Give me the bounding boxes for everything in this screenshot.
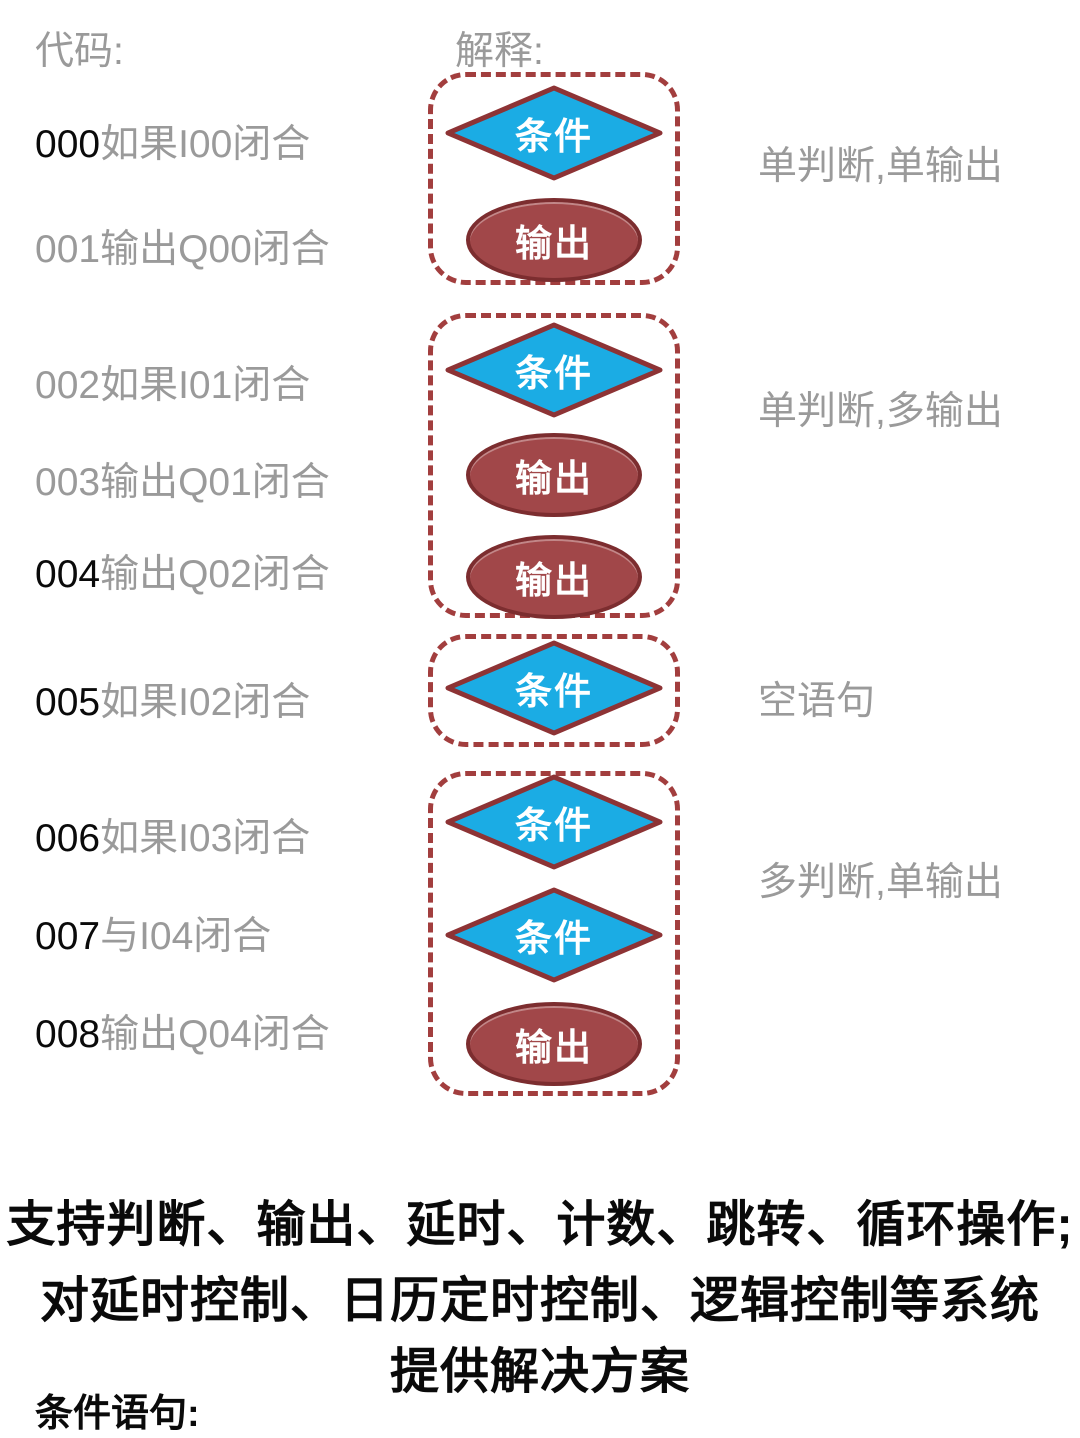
line-number: 005 (35, 681, 101, 724)
output-label: 输出 (515, 1027, 593, 1068)
condition-diamond: 条件 (443, 321, 665, 419)
code-line-002: 002如果I01闭合 (35, 354, 310, 410)
condition-diamond: 条件 (443, 84, 665, 182)
flow-group-single-judge-single-output (428, 72, 680, 285)
diamond-shape-icon (445, 887, 663, 983)
output-ellipse: 输出 (466, 198, 642, 282)
condition-diamond: 条件 (443, 886, 665, 984)
code-line-003: 003输出Q01闭合 (35, 451, 330, 507)
code-column-header: 代码: (35, 30, 124, 73)
annotation-multi-judge-single-output: 多判断,单输出 (758, 861, 1003, 904)
annotation-single-judge-single-output: 单判断,单输出 (758, 145, 1003, 188)
annotation-empty-statement: 空语句 (758, 680, 876, 723)
condition-label: 条件 (515, 116, 593, 157)
code-line-008: 008输出Q04闭合 (35, 1003, 330, 1059)
line-number: 001 (35, 228, 101, 271)
code-line-001: 001输出Q00闭合 (35, 218, 330, 274)
flow-group-multi-judge-single-output (428, 771, 680, 1096)
code-line-006: 006如果I03闭合 (35, 807, 310, 863)
condition-statement-heading: 条件语句: (35, 1393, 200, 1435)
output-label: 输出 (515, 223, 593, 264)
diamond-shape-icon (445, 774, 663, 870)
code-line-004: 004输出Q02闭合 (35, 543, 330, 599)
code-line-005: 005如果I02闭合 (35, 671, 310, 727)
output-ellipse: 输出 (466, 433, 642, 517)
explanation-column-header: 解释: (455, 30, 544, 73)
line-number: 003 (35, 461, 101, 504)
line-text: 输出Q04闭合 (100, 1013, 330, 1056)
diamond-shape-icon (445, 85, 663, 181)
summary-line-1: 支持判断、输出、延时、计数、跳转、循环操作; (6, 1198, 1074, 1252)
condition-diamond: 条件 (443, 773, 665, 871)
line-number: 006 (35, 817, 101, 860)
condition-label: 条件 (515, 918, 593, 959)
line-number: 002 (35, 364, 101, 407)
line-text: 输出Q00闭合 (100, 228, 330, 271)
line-text: 与I04闭合 (100, 915, 272, 958)
diamond-shape-icon (445, 322, 663, 418)
line-text: 如果I00闭合 (100, 123, 311, 166)
line-text: 如果I02闭合 (100, 681, 311, 724)
summary-line-2: 对延时控制、日历定时控制、逻辑控制等系统 (39, 1274, 1040, 1328)
diamond-shape-icon (445, 640, 663, 736)
condition-label: 条件 (515, 353, 593, 394)
line-number: 007 (35, 915, 101, 958)
annotation-single-judge-multi-output: 单判断,多输出 (758, 390, 1003, 433)
line-text: 如果I01闭合 (100, 364, 311, 407)
condition-diamond: 条件 (443, 639, 665, 737)
line-text: 输出Q01闭合 (100, 461, 330, 504)
output-ellipse: 输出 (466, 1002, 642, 1086)
output-ellipse: 输出 (466, 535, 642, 619)
condition-label: 条件 (515, 805, 593, 846)
output-label: 输出 (515, 458, 593, 499)
code-line-000: 000如果I00闭合 (35, 113, 310, 169)
line-text: 如果I03闭合 (100, 817, 311, 860)
line-number: 004 (35, 553, 101, 596)
flow-group-empty-statement (428, 634, 680, 747)
condition-label: 条件 (515, 671, 593, 712)
output-label: 输出 (515, 560, 593, 601)
code-line-007: 007与I04闭合 (35, 905, 271, 961)
summary-line-3: 提供解决方案 (389, 1345, 690, 1399)
line-text: 输出Q02闭合 (100, 553, 330, 596)
line-number: 008 (35, 1013, 101, 1056)
line-number: 000 (35, 123, 101, 166)
